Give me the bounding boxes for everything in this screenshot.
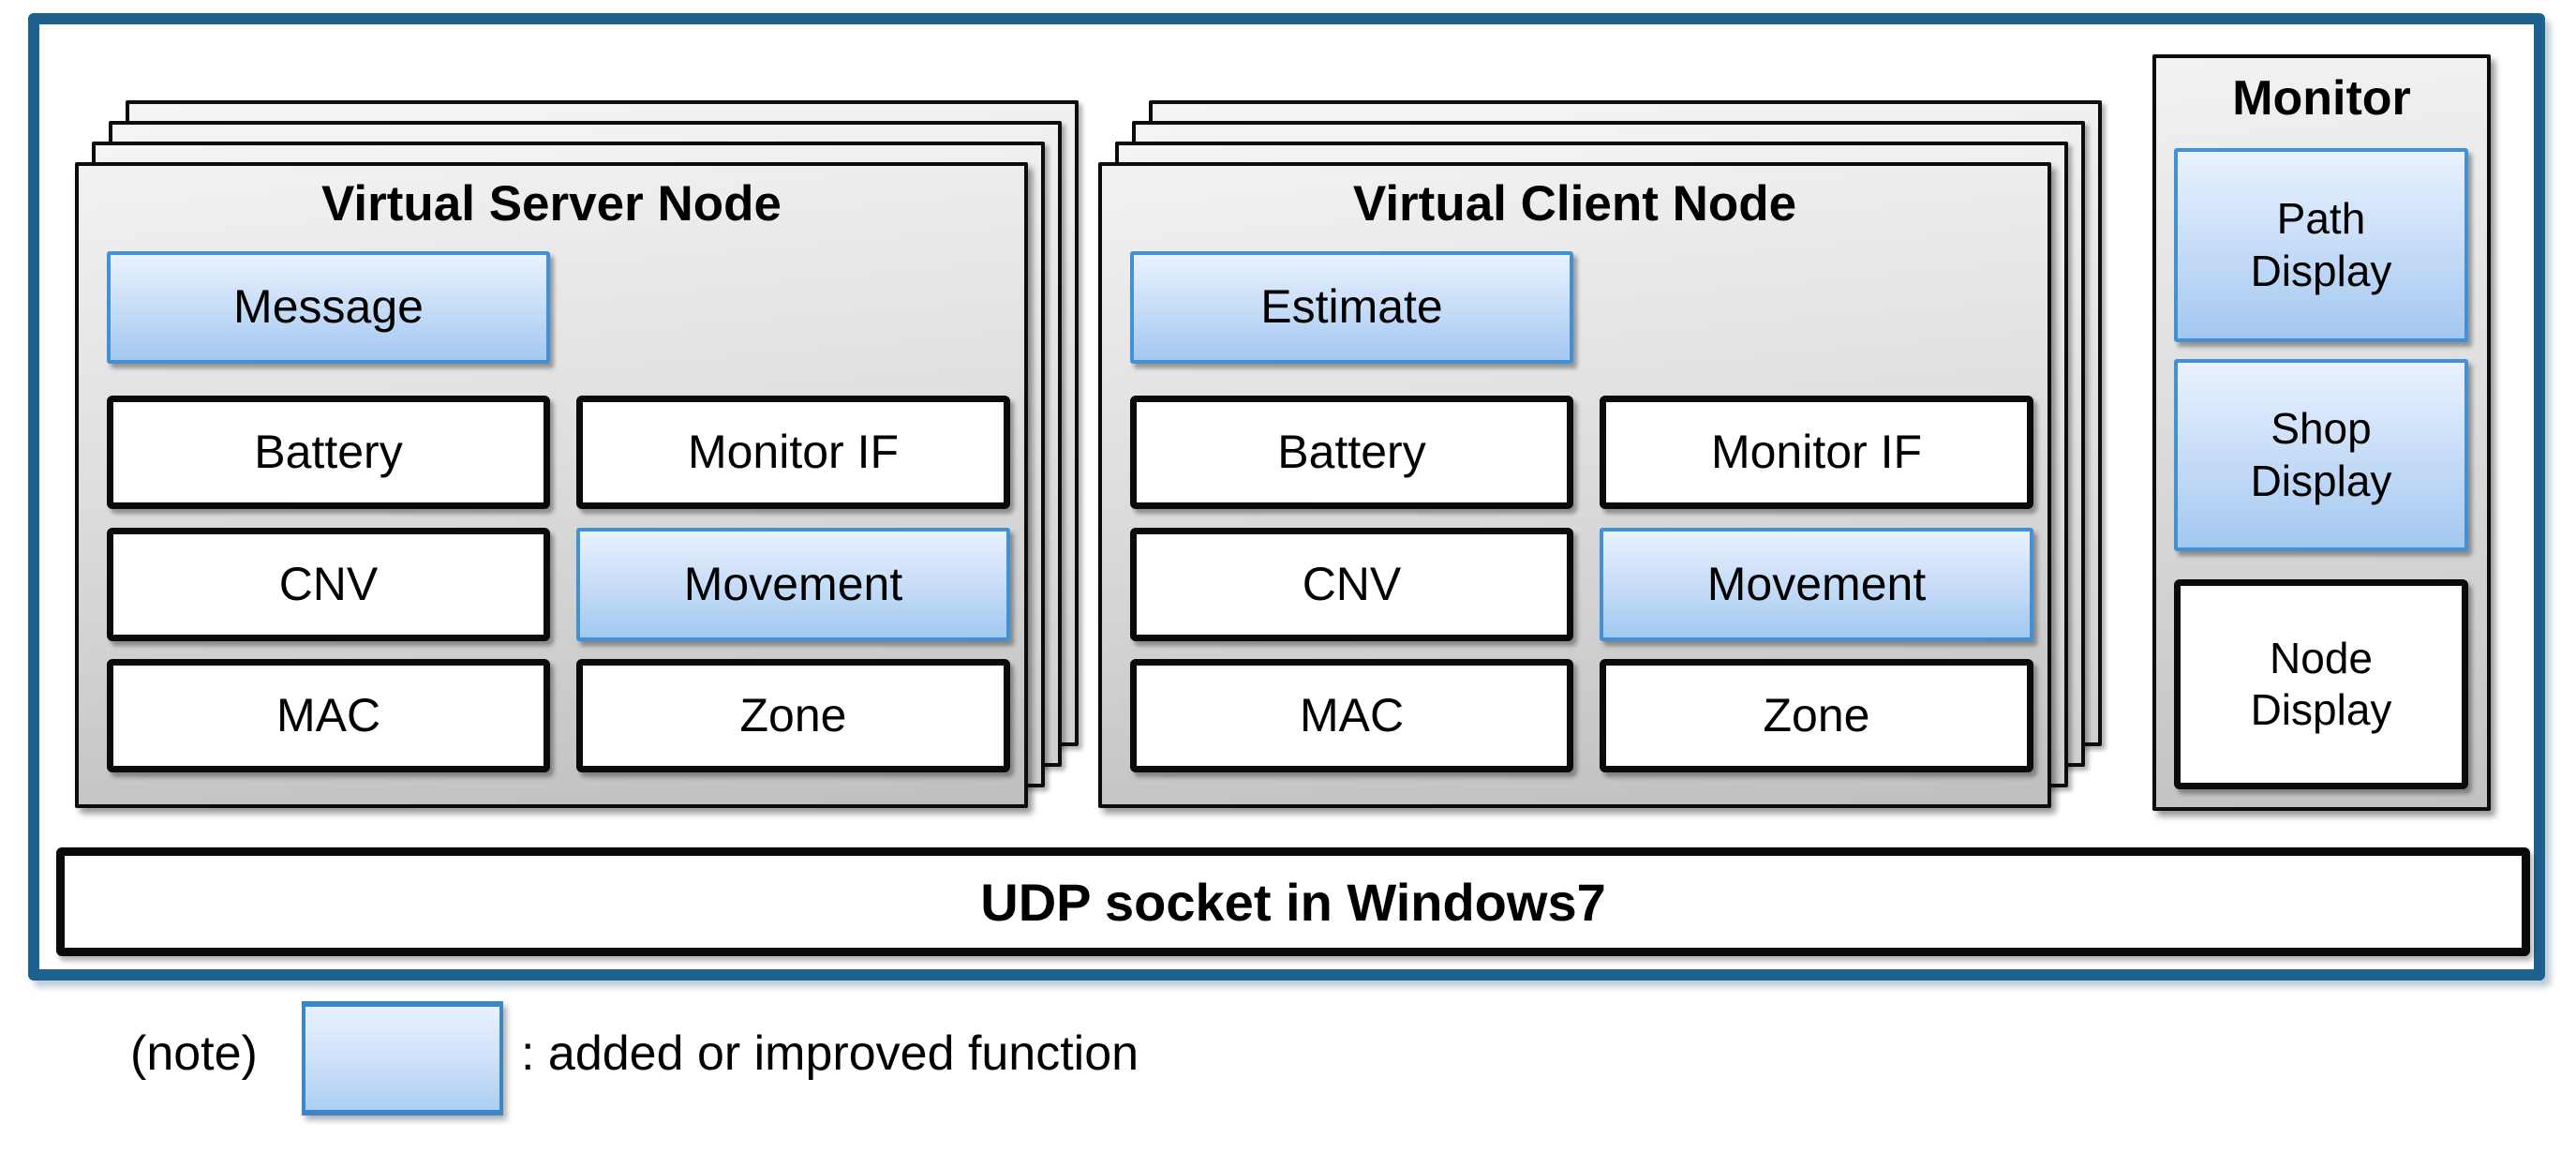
client-cell-mac: MAC [1130, 659, 1573, 772]
server-cell-monitor-if: Monitor IF [576, 396, 1010, 509]
server-node-title: Virtual Server Node [321, 176, 782, 232]
client-cell-movement: Movement [1600, 528, 2033, 641]
node-display-line2: Display [2250, 685, 2392, 734]
udp-socket-label: UDP socket in Windows7 [980, 872, 1606, 932]
node-display-line1: Node [2270, 633, 2373, 682]
server-node-stack: Virtual Server Node Message Battery Moni… [75, 100, 1087, 813]
monitor-title: Monitor [2232, 71, 2411, 126]
server-cell-zone: Zone [576, 659, 1010, 772]
note-legend-text: : added or improved function [521, 1026, 1139, 1081]
client-cell-battery: Battery [1130, 396, 1573, 509]
client-estimate-box: Estimate [1130, 251, 1573, 364]
path-display-line2: Display [2250, 246, 2392, 295]
server-cell-battery: Battery [107, 396, 550, 509]
server-cell-cnv: CNV [107, 528, 550, 641]
server-cell-movement: Movement [576, 528, 1010, 641]
monitor-panel: Monitor Path Display Shop Display Node D… [2152, 54, 2491, 811]
client-cell-cnv: CNV [1130, 528, 1573, 641]
server-node-panel: Virtual Server Node Message Battery Moni… [75, 162, 1028, 808]
client-node-panel: Virtual Client Node Estimate Battery Mon… [1098, 162, 2051, 808]
client-cell-monitor-if: Monitor IF [1600, 396, 2033, 509]
note-prefix: (note) [130, 1026, 258, 1081]
shop-display-line1: Shop [2271, 404, 2372, 454]
server-message-box: Message [107, 251, 550, 364]
monitor-node-display-box: Node Display [2174, 579, 2468, 789]
shop-display-line2: Display [2250, 456, 2392, 505]
monitor-shop-display-box: Shop Display [2174, 359, 2468, 551]
client-cell-zone: Zone [1600, 659, 2033, 772]
client-node-stack: Virtual Client Node Estimate Battery Mon… [1098, 100, 2110, 813]
server-cell-mac: MAC [107, 659, 550, 772]
client-node-title: Virtual Client Node [1352, 176, 1797, 232]
monitor-path-display-box: Path Display [2174, 148, 2468, 342]
note-highlight-swatch [302, 1001, 503, 1116]
udp-socket-bar: UDP socket in Windows7 [56, 847, 2530, 956]
path-display-line1: Path [2276, 194, 2366, 244]
